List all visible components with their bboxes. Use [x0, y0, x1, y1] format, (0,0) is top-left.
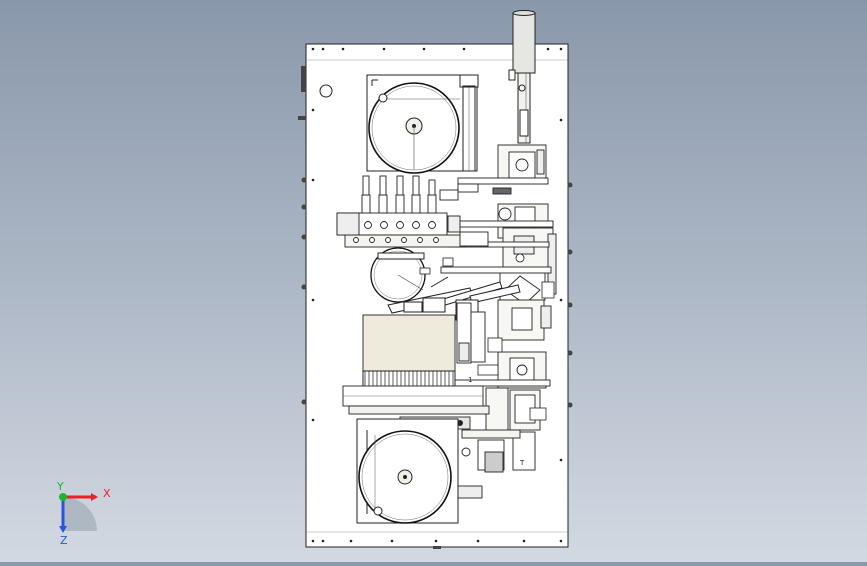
feed-tube — [508, 10, 536, 144]
mounting-holes — [311, 47, 563, 543]
middle-drum — [370, 247, 426, 303]
edge-brackets — [298, 66, 573, 549]
z-axis-label: Z — [60, 534, 68, 547]
small-fittings — [419, 253, 555, 421]
right-module-column — [461, 144, 557, 473]
x-axis-label: X — [103, 487, 111, 500]
alignment-hole — [319, 84, 333, 98]
bottom-reel-assembly — [356, 418, 459, 524]
coordinate-triad: X Y Z — [56, 480, 111, 547]
comb-tray — [362, 302, 486, 390]
slide-marker: T — [519, 459, 525, 467]
y-axis-label: Y — [56, 480, 64, 493]
transfer-rails — [440, 177, 554, 387]
top-reel-assembly — [366, 74, 479, 174]
valve-manifold — [336, 175, 489, 248]
tray-marker: 1 — [468, 376, 472, 384]
